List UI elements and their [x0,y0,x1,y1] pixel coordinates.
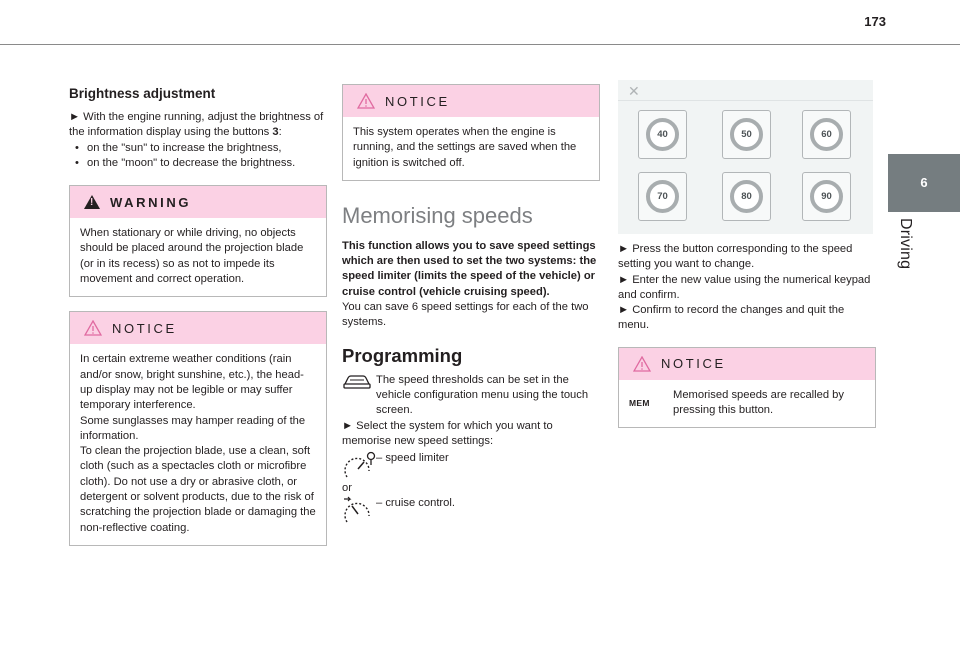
or-text: or [342,482,352,495]
option-text: – cruise control. [376,497,455,510]
speed-sign: 40 [646,118,679,151]
notice-body: In certain extreme weather conditions (r… [70,344,326,545]
notice-header: NOTICE [619,347,875,380]
memorising-intro-bold: This function allows you to save speed s… [342,239,597,298]
chapter-title: Driving [897,218,914,270]
speed-sign: 90 [810,180,843,213]
speed-limiter-icon [344,452,376,478]
arrow-icon: ► [342,419,354,432]
option-cruise-control: – cruise control. [342,496,600,526]
column-memorising: NOTICE This system operates when the eng… [342,84,600,526]
brightness-bullets: on the "sun" to increase the brightness,… [69,141,327,172]
select-system-step: ► Select the system for which you want t… [342,419,553,447]
speed-button-90[interactable]: 90 [802,172,851,221]
speed-button-70[interactable]: 70 [638,172,687,221]
notice-box-system: NOTICE This system operates when the eng… [342,84,600,181]
notice-text: This system operates when the engine is … [353,126,577,169]
step-item: ► Press the button corresponding to the … [618,243,853,271]
section-title: Memorising speeds [342,202,533,228]
speed-button-60[interactable]: 60 [802,110,851,159]
mem-button-icon: MEM [629,397,650,408]
speed-button-80[interactable]: 80 [722,172,771,221]
arrow-icon: ► [618,304,630,317]
notice-para: In certain extreme weather conditions (r… [80,353,304,412]
warning-text: When stationary or while driving, no obj… [80,227,304,286]
notice-text: Memorised speeds are recalled by pressin… [673,388,845,417]
step-item: ► Enter the new value using the numerica… [618,273,871,301]
notice-label: NOTICE [661,356,726,372]
notice-box-display: NOTICE In certain extreme weather condit… [69,311,327,546]
arrow-icon: ► [618,273,630,286]
speed-settings-screen: ✕ 40 50 60 70 80 90 [618,80,873,234]
column-brightness: Brightness adjustment ► With the engine … [69,80,327,546]
speed-sign: 60 [810,118,843,151]
speed-sign: 50 [730,118,763,151]
chapter-tab: 6 [888,154,960,212]
step-item: ► Confirm to record the changes and quit… [618,304,845,332]
column-speed-settings: ✕ 40 50 60 70 80 90 ► Press the button c… [618,80,876,429]
option-text: – speed limiter [376,452,449,465]
header-rule [0,44,960,45]
arrow-icon: ► [69,111,81,123]
notice-para: To clean the projection blade, use a cle… [80,445,316,534]
speed-sign: 70 [646,180,679,213]
car-settings-icon [343,375,371,389]
warning-header: WARNING [70,186,326,219]
notice-header: NOTICE [70,312,326,345]
option-speed-limiter: – speed limiter [342,451,600,481]
programming-heading: Programming [342,344,463,366]
notice-triangle-icon [357,93,375,109]
notice-para: Some sunglasses may hamper reading of th… [80,414,306,442]
notice-box-mem: NOTICE MEM Memorised speeds are recalled… [618,346,876,429]
arrow-icon: ► [618,243,630,255]
warning-box: WARNING When stationary or while driving… [69,185,327,298]
mem-row: MEM Memorised speeds are recalled by pre… [629,388,865,419]
programming-text: The speed thresholds can be set in the v… [376,373,589,417]
page-number: 173 [864,14,886,29]
notice-label: NOTICE [112,320,177,336]
notice-body: MEM Memorised speeds are recalled by pre… [619,380,875,428]
notice-triangle-icon [84,320,102,337]
memorising-intro: You can save 6 speed settings for each o… [342,301,589,329]
notice-triangle-icon [633,355,651,372]
chapter-label: Driving [884,218,956,298]
cruise-control-icon [344,497,370,523]
speed-button-40[interactable]: 40 [638,110,687,159]
brightness-intro: ► With the engine running, adjust the br… [69,111,324,139]
speed-sign: 80 [730,180,763,213]
list-item: on the "sun" to increase the brightness, [69,141,327,157]
speed-steps: ► Press the button corresponding to the … [618,242,876,334]
warning-label: WARNING [110,194,192,210]
close-icon[interactable]: ✕ [628,83,640,99]
notice-label: NOTICE [385,93,450,109]
brightness-heading: Brightness adjustment [69,86,216,101]
list-item: on the "moon" to decrease the brightness… [69,156,327,172]
speed-button-50[interactable]: 50 [722,110,771,159]
programming-row: The speed thresholds can be set in the v… [342,373,600,419]
notice-header: NOTICE [343,85,599,117]
warning-triangle-icon [84,195,100,210]
